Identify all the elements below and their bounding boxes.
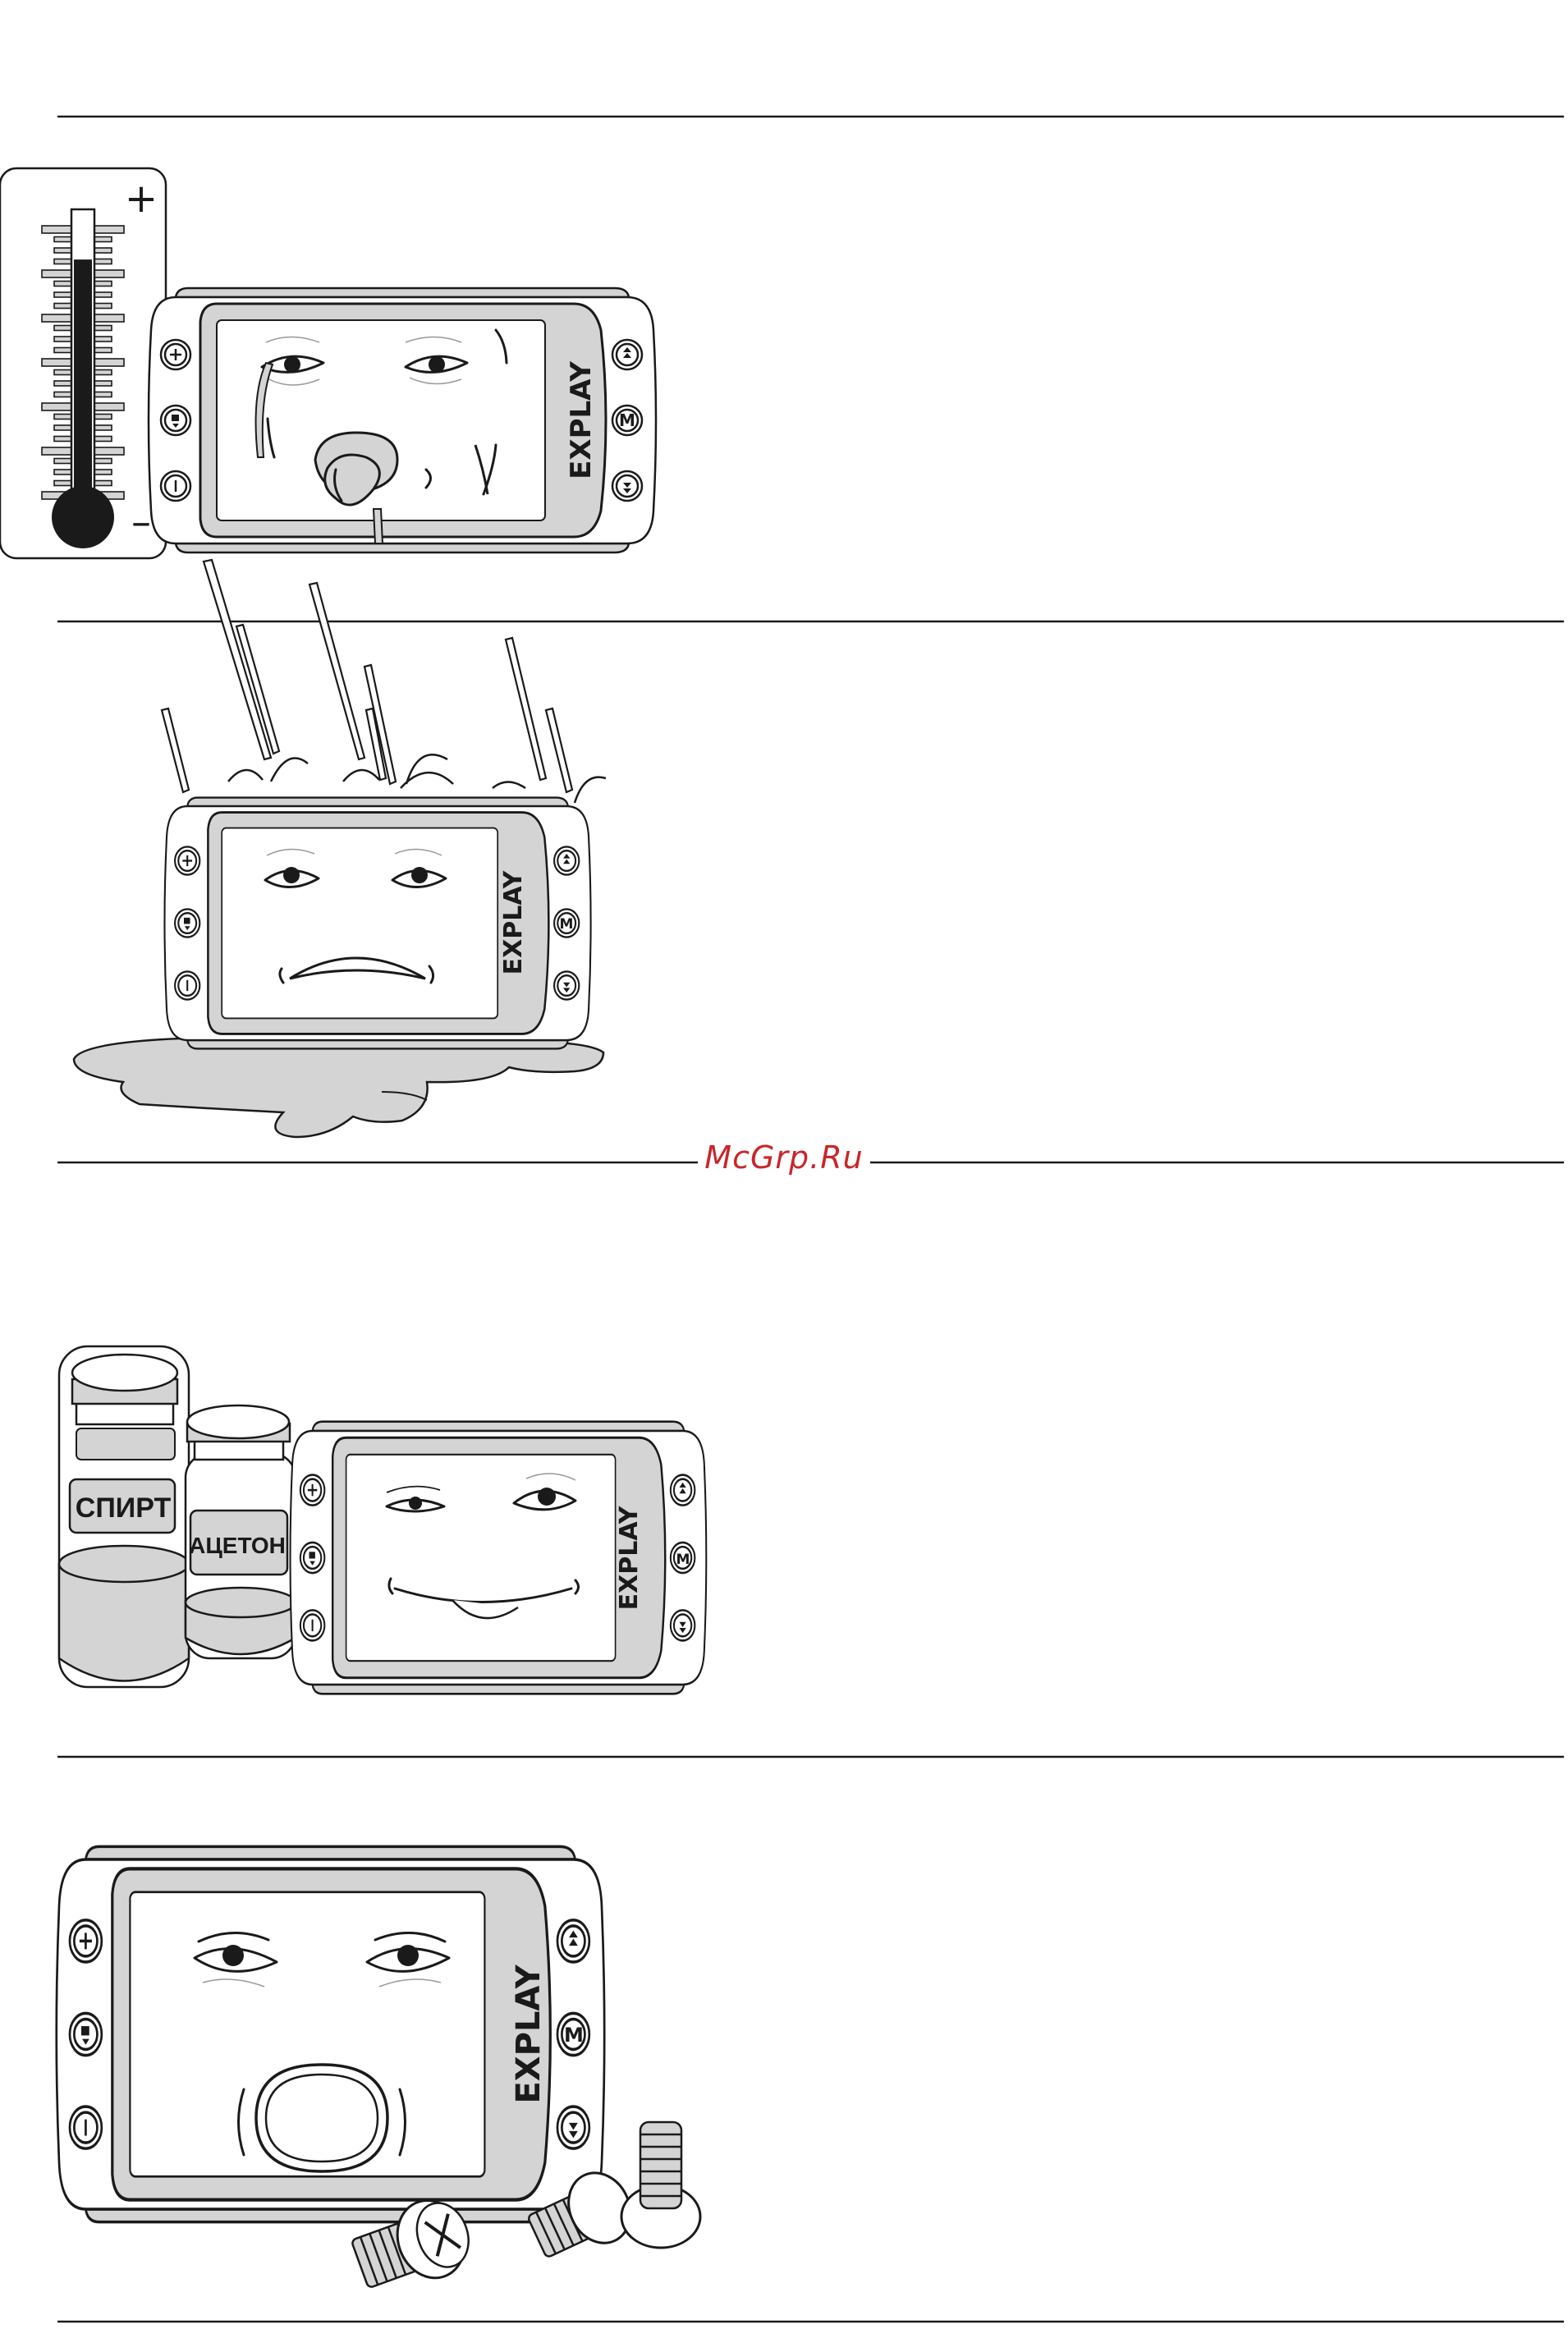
device-brand-logo: EXPLAY bbox=[565, 361, 598, 479]
bottle-label-acetone: АЦЕТОН bbox=[189, 1533, 286, 1558]
bottle-spirit: СПИРТ bbox=[59, 1346, 189, 1687]
device-brand-logo: EXPLAY bbox=[510, 1964, 548, 2103]
device-brand-logo: EXPLAY bbox=[615, 1505, 644, 1610]
watermark: McGrp.Ru bbox=[698, 1137, 870, 1178]
menu-m-icon: M bbox=[560, 916, 574, 933]
device-solvent: EXPLAY M bbox=[291, 1422, 707, 1694]
bottle-label-spirit: СПИРТ bbox=[76, 1492, 172, 1524]
thermometer-plus-sign: + bbox=[125, 176, 158, 222]
bottle-acetone: АЦЕТОН bbox=[186, 1405, 296, 1658]
menu-m-icon: M bbox=[619, 410, 635, 430]
rain-streaks bbox=[162, 560, 572, 792]
device-brand-logo: EXPLAY bbox=[499, 869, 528, 974]
menu-m-icon: M bbox=[676, 1552, 690, 1568]
thermometer-icon: + – bbox=[0, 168, 166, 558]
device-overheat: EXPLAY M bbox=[149, 288, 656, 552]
device-disassembly: EXPLAY M bbox=[57, 1846, 604, 2221]
menu-m-icon: M bbox=[564, 2024, 584, 2047]
thermometer-mercury bbox=[74, 259, 92, 493]
water-puddle bbox=[74, 1038, 603, 1137]
rain-splashes bbox=[228, 754, 606, 803]
thermometer-minus-sign: – bbox=[131, 499, 151, 545]
device-wet: EXPLAY M bbox=[164, 798, 590, 1049]
